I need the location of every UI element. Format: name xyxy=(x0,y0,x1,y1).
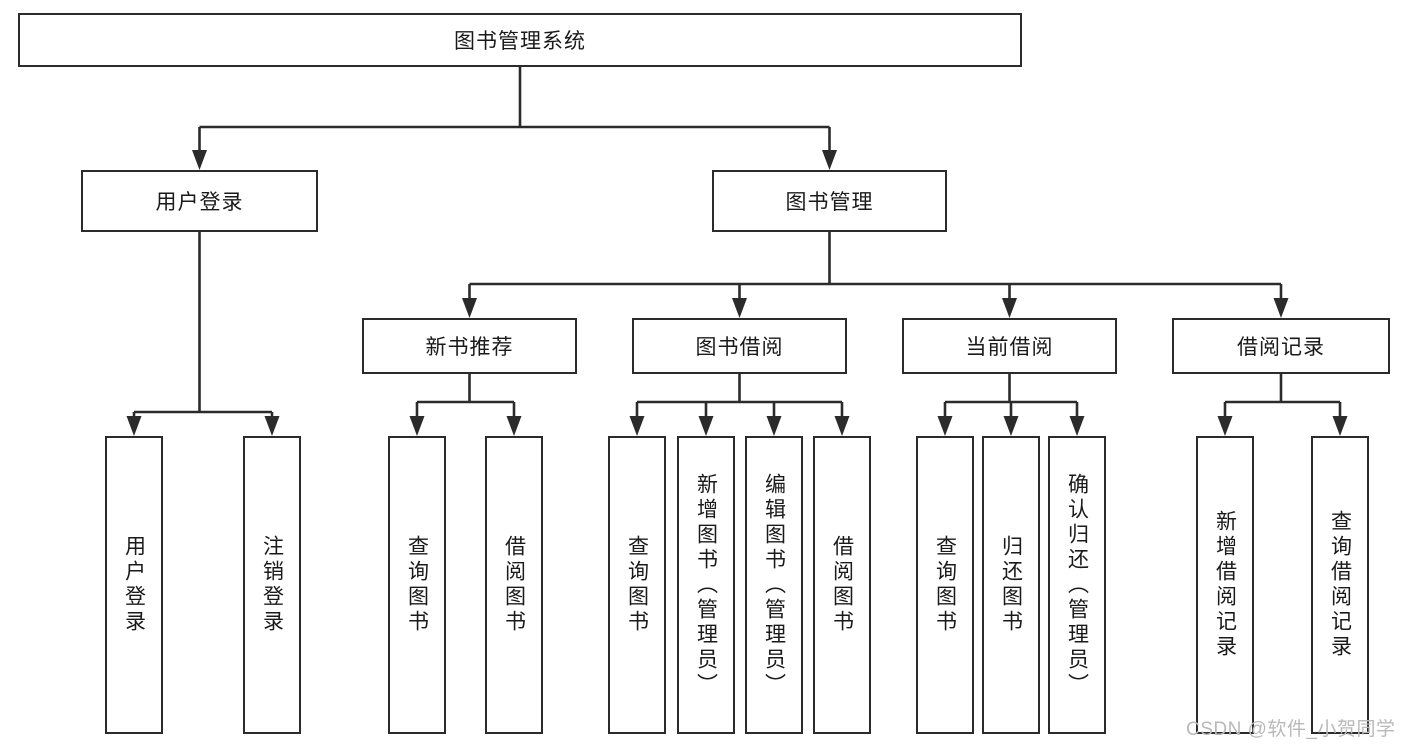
leaf-recommend-borrow-book-label: 借阅图书 xyxy=(502,535,526,635)
leaf-borrow-query-book-label: 查询图书 xyxy=(625,535,649,635)
node-new-book-recommend[interactable]: 新书推荐 xyxy=(362,318,577,374)
node-user-login[interactable]: 用户登录 xyxy=(81,170,318,232)
leaf-borrow-add-book[interactable]: 新增图书（管理员） xyxy=(677,436,735,734)
leaf-recommend-borrow-book[interactable]: 借阅图书 xyxy=(485,436,543,734)
node-root-label: 图书管理系统 xyxy=(454,30,586,53)
leaf-logout-label: 注销登录 xyxy=(260,535,284,635)
leaf-record-query[interactable]: 查询借阅记录 xyxy=(1311,436,1369,734)
leaf-current-confirm-return[interactable]: 确认归还（管理员） xyxy=(1048,436,1106,734)
node-new-book-recommend-label: 新书推荐 xyxy=(425,336,514,359)
leaf-borrow-borrow-book-label: 借阅图书 xyxy=(830,535,854,635)
leaf-user-login[interactable]: 用户登录 xyxy=(105,436,163,734)
node-user-login-label: 用户登录 xyxy=(155,191,244,214)
leaf-user-login-label: 用户登录 xyxy=(122,535,146,635)
node-book-borrow[interactable]: 图书借阅 xyxy=(632,318,847,374)
node-current-borrow-label: 当前借阅 xyxy=(965,336,1054,359)
node-borrow-record-label: 借阅记录 xyxy=(1237,336,1325,359)
node-borrow-record[interactable]: 借阅记录 xyxy=(1172,318,1390,374)
leaf-current-query-book-label: 查询图书 xyxy=(933,535,957,635)
node-book-borrow-label: 图书借阅 xyxy=(695,336,784,359)
watermark: CSDN @软件_小贺同学 xyxy=(1186,719,1396,740)
leaf-record-add-label: 新增借阅记录 xyxy=(1213,510,1237,660)
leaf-borrow-borrow-book[interactable]: 借阅图书 xyxy=(813,436,871,734)
leaf-logout[interactable]: 注销登录 xyxy=(243,436,301,734)
leaf-borrow-edit-book[interactable]: 编辑图书（管理员） xyxy=(745,436,803,734)
leaf-recommend-query-book-label: 查询图书 xyxy=(405,535,429,635)
leaf-record-add[interactable]: 新增借阅记录 xyxy=(1196,436,1254,734)
leaf-current-query-book[interactable]: 查询图书 xyxy=(916,436,974,734)
leaf-current-return-book-label: 归还图书 xyxy=(999,535,1023,635)
leaf-borrow-query-book[interactable]: 查询图书 xyxy=(608,436,666,734)
node-current-borrow[interactable]: 当前借阅 xyxy=(902,318,1117,374)
node-root[interactable]: 图书管理系统 xyxy=(18,13,1022,67)
leaf-recommend-query-book[interactable]: 查询图书 xyxy=(388,436,446,734)
leaf-current-return-book[interactable]: 归还图书 xyxy=(982,436,1040,734)
leaf-current-confirm-return-label: 确认归还（管理员） xyxy=(1065,472,1089,698)
leaf-borrow-edit-book-label: 编辑图书（管理员） xyxy=(762,472,786,698)
leaf-record-query-label: 查询借阅记录 xyxy=(1328,510,1352,660)
leaf-borrow-add-book-label: 新增图书（管理员） xyxy=(694,472,718,698)
node-book-management-label: 图书管理 xyxy=(785,191,874,214)
node-book-management[interactable]: 图书管理 xyxy=(712,170,947,232)
